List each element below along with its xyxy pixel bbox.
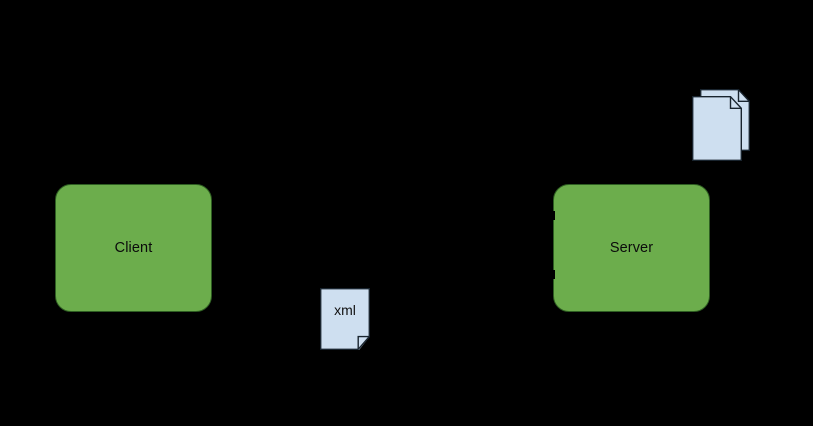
connector-attach-point-top [551,211,555,220]
connector-attach-point-bottom [551,270,555,279]
node-server[interactable]: Server [553,184,710,312]
node-client[interactable]: Client [55,184,212,312]
document-page-front-icon[interactable] [692,96,744,162]
node-client-label: Client [114,239,153,256]
xml-file-label: xml [334,302,356,318]
xml-file-icon[interactable] [320,288,370,350]
node-server-label: Server [609,239,654,256]
